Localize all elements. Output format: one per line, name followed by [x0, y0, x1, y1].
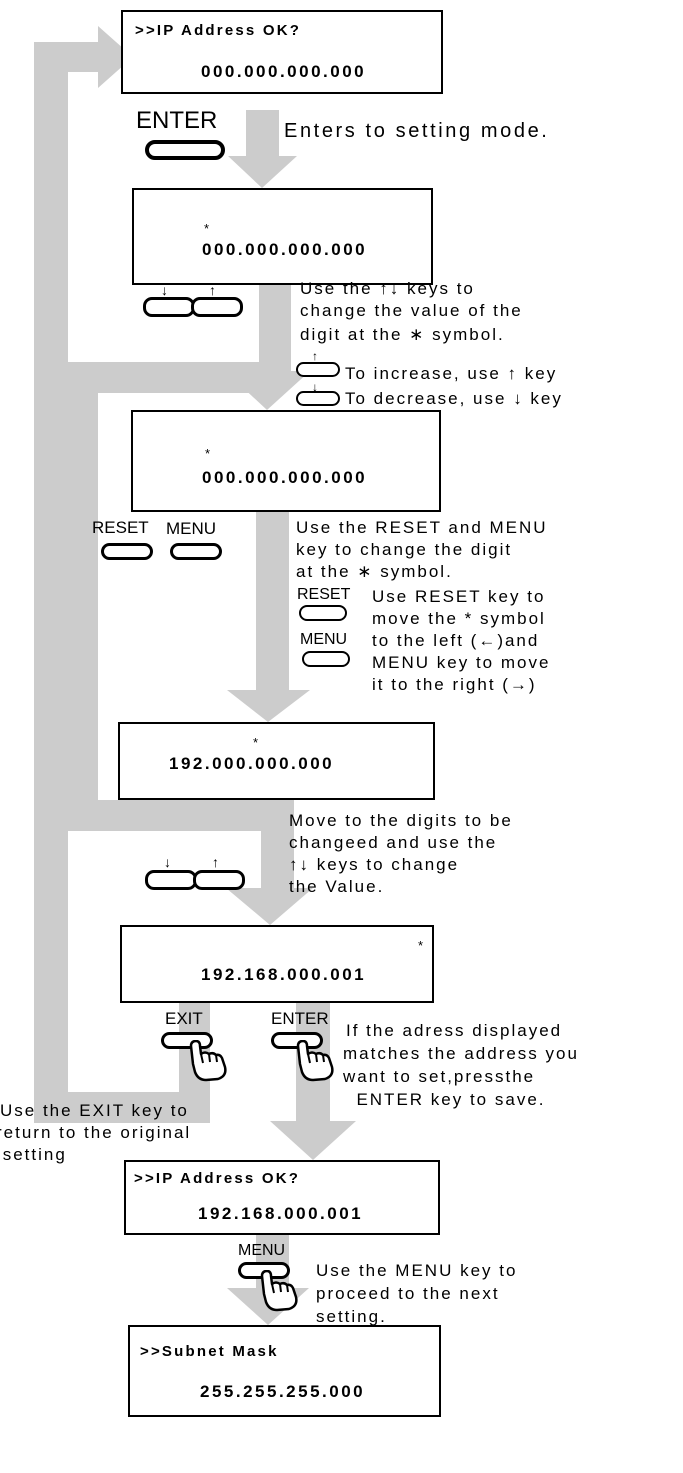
note-move-digits-3: ↑↓ keys to change [289, 855, 460, 874]
menu-key[interactable] [170, 543, 222, 560]
pointing-hand-icon [260, 1270, 298, 1312]
note-updown-3: digit at the ∗ symbol. [300, 325, 505, 344]
note-enter-save-1: If the adress displayed [346, 1021, 563, 1040]
note-enter-save-2: matches the address you [343, 1044, 579, 1063]
lcd-line-2: 000.000.000.000 [201, 62, 367, 81]
note-enter-save-4: ENTER key to save. [343, 1090, 546, 1109]
flow-arrow-2 [259, 285, 291, 373]
pointing-hand-icon [296, 1040, 334, 1082]
lcd-screen-4: * 192.000.000.000 [118, 722, 435, 800]
note-increase: To increase, use ↑ key [345, 364, 558, 383]
down-key-2[interactable] [145, 870, 197, 890]
enter-key-label: ENTER [136, 107, 218, 134]
up-arrow-label: ↑ [209, 282, 216, 298]
down-arrow-label: ↓ [161, 282, 168, 298]
lcd-screen-5: * 192.168.000.001 [120, 925, 434, 1003]
menu-key-label-small: MENU [300, 631, 348, 648]
lcd-line-1: >>IP Address OK? [135, 22, 302, 39]
lcd-screen-7: >>Subnet Mask 255.255.255.000 [128, 1325, 441, 1417]
cursor-star: * [205, 446, 211, 461]
note-reset-menu-3: at the ∗ symbol. [296, 562, 453, 581]
increase-key-icon [296, 362, 340, 377]
cursor-star: * [253, 735, 259, 750]
up-key-2[interactable] [193, 870, 245, 890]
pointing-hand-icon [189, 1040, 227, 1082]
note-enter-mode: Enters to setting mode. [284, 120, 550, 142]
lcd-line-2: 192.168.000.001 [198, 1204, 364, 1223]
note-reset-move-3: to the left (←)and [372, 631, 540, 650]
lcd-line-1: >>IP Address OK? [134, 1170, 301, 1187]
note-exit-return-3: setting [0, 1145, 67, 1164]
note-move-digits-4: the Value. [289, 877, 385, 896]
menu-key-label: MENU [166, 519, 217, 538]
enter-key[interactable] [145, 140, 225, 160]
exit-key-label: EXIT [165, 1009, 203, 1028]
exit-loop-arrow [34, 26, 210, 1123]
note-menu-next-1: Use the MENU key to [316, 1261, 518, 1280]
down-key[interactable] [143, 297, 195, 317]
note-menu-next-2: proceed to the next [316, 1284, 500, 1303]
lcd-line-1: >>Subnet Mask [140, 1343, 279, 1360]
note-reset-move-2: move the * symbol [372, 609, 546, 628]
menu-key-icon [302, 651, 350, 667]
reset-key-icon [299, 605, 347, 621]
note-reset-move-1: Use RESET key to [372, 587, 546, 606]
enter-key-label-2: ENTER [271, 1009, 329, 1028]
reset-key-label: RESET [92, 518, 149, 537]
cursor-star: * [204, 221, 210, 236]
note-menu-next-3: setting. [316, 1307, 387, 1326]
loop-arrow [66, 362, 261, 831]
note-reset-menu-1: Use the RESET and MENU [296, 518, 548, 537]
note-updown-2: change the value of the [300, 301, 523, 320]
up-arrow-label-2: ↑ [212, 854, 219, 870]
note-reset-move-4: MENU key to move [372, 653, 551, 672]
reset-key-label-small: RESET [297, 586, 351, 603]
lcd-screen-1: >>IP Address OK? 000.000.000.000 [121, 10, 443, 94]
lcd-line-2: 192.000.000.000 [169, 754, 335, 773]
note-move-digits-2: changeed and use the [289, 833, 498, 852]
up-key[interactable] [191, 297, 243, 317]
lcd-line-2: 255.255.255.000 [200, 1382, 366, 1401]
menu-key-label-2: MENU [238, 1242, 286, 1259]
note-enter-save-3: want to set,pressthe [343, 1067, 536, 1086]
flow-arrow-4 [261, 800, 294, 890]
note-move-digits-1: Move to the digits to be [289, 811, 513, 830]
reset-key[interactable] [101, 543, 153, 560]
decrease-key-icon [296, 391, 340, 406]
note-updown-1: Use the ↑↓ keys to [300, 279, 475, 298]
down-arrow-label-2: ↓ [164, 854, 171, 870]
note-exit-return-1: Use the EXIT key to [0, 1101, 189, 1120]
note-decrease: To decrease, use ↓ key [345, 389, 563, 408]
note-exit-return-2: return to the original [0, 1123, 192, 1142]
lcd-line-2: 000.000.000.000 [202, 240, 368, 259]
lcd-line-2: 000.000.000.000 [202, 468, 368, 487]
lcd-screen-6: >>IP Address OK? 192.168.000.001 [124, 1160, 440, 1235]
lcd-screen-2: * 000.000.000.000 [132, 188, 433, 285]
cursor-star: * [418, 938, 424, 953]
note-reset-move-5: it to the right (→) [372, 675, 537, 694]
decrease-arrow: ↓ [312, 380, 318, 394]
flow-arrow-3 [256, 512, 289, 692]
lcd-screen-3: * 000.000.000.000 [131, 410, 441, 512]
note-reset-menu-2: key to change the digit [296, 540, 513, 559]
increase-arrow: ↑ [312, 349, 318, 363]
lcd-line-2: 192.168.000.001 [201, 965, 367, 984]
flow-arrow-1 [246, 110, 279, 158]
